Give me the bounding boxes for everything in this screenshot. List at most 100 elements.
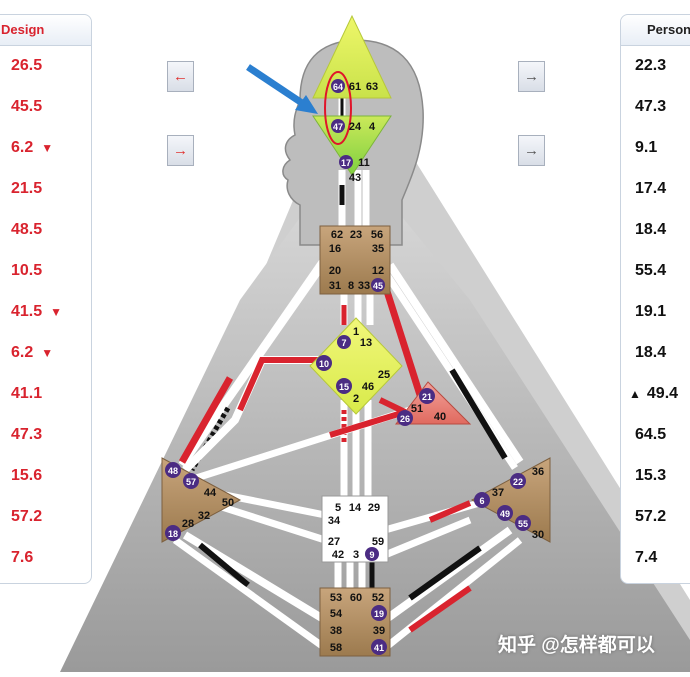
value-row: 18.4 xyxy=(629,344,666,362)
gate-12: 12 xyxy=(372,265,384,277)
value-text: 41.1 xyxy=(11,385,43,402)
gate-6: 6 xyxy=(479,496,484,506)
value-text: 15.3 xyxy=(635,467,667,484)
design-panel-title: Design xyxy=(0,15,91,46)
value-row: 64.5 xyxy=(629,426,666,444)
gate-47-marker xyxy=(331,119,345,133)
gate-41-marker xyxy=(371,639,387,655)
head-center[interactable] xyxy=(312,14,392,99)
gate-48: 48 xyxy=(168,466,178,476)
g-center[interactable] xyxy=(309,317,403,415)
change-marker-icon: ▼ xyxy=(41,141,54,155)
value-row: 18.4 xyxy=(629,221,666,239)
value-text: 57.2 xyxy=(11,508,43,525)
gate-49-marker xyxy=(497,505,513,521)
value-text: 26.5 xyxy=(11,57,43,74)
gate-55-marker xyxy=(515,515,531,531)
value-row: 10.5 xyxy=(11,262,50,280)
gate-63: 63 xyxy=(366,81,378,93)
gate-24: 24 xyxy=(349,121,362,133)
gate-1: 1 xyxy=(353,326,359,338)
value-text: 15.6 xyxy=(11,467,43,484)
gate-11: 11 xyxy=(358,157,370,169)
gate-10: 10 xyxy=(319,359,329,369)
gate-42: 42 xyxy=(332,549,344,561)
gate-4: 4 xyxy=(369,121,376,133)
gate-8: 8 xyxy=(348,280,354,292)
gate-54: 54 xyxy=(330,608,343,620)
spleen-center[interactable] xyxy=(161,457,242,543)
gate-57-marker xyxy=(183,473,199,489)
value-text: 7.6 xyxy=(11,549,34,566)
gate-5: 5 xyxy=(335,502,341,514)
arrow-right-icon: → xyxy=(524,142,539,159)
gate-35: 35 xyxy=(372,243,384,255)
gate-18: 18 xyxy=(168,529,178,539)
value-row: 7.6 xyxy=(11,549,41,567)
gate-30: 30 xyxy=(532,529,544,541)
gate-60: 60 xyxy=(350,592,362,604)
gate-31: 31 xyxy=(329,280,341,292)
value-text: 57.2 xyxy=(635,508,667,525)
value-row: 41.5▼ xyxy=(11,303,62,321)
watermark-text: 知乎 @怎样都可以 xyxy=(498,635,655,656)
gate-15-marker xyxy=(336,378,352,394)
value-row: 15.3 xyxy=(629,467,666,485)
gate-44: 44 xyxy=(204,487,217,499)
gate-2: 2 xyxy=(353,393,359,405)
gate-23: 23 xyxy=(350,229,362,241)
gate-37: 37 xyxy=(492,487,504,499)
gate-25: 25 xyxy=(378,369,390,381)
gate-32: 32 xyxy=(198,510,210,522)
gate-17: 17 xyxy=(341,158,351,168)
gate-46: 46 xyxy=(362,381,374,393)
personality-panel-title: Person xyxy=(621,15,690,46)
change-marker-icon: ▼ xyxy=(41,346,54,360)
next-design-button[interactable]: → xyxy=(167,135,194,166)
value-row: 57.2 xyxy=(11,508,50,526)
value-text: 47.3 xyxy=(11,426,43,443)
gate-3: 3 xyxy=(353,549,359,561)
value-row: 47.3 xyxy=(629,98,666,116)
gate-47: 47 xyxy=(333,122,343,132)
gate-29: 29 xyxy=(368,502,380,514)
value-row: 6.2▼ xyxy=(11,139,53,157)
value-text: 17.4 xyxy=(635,180,667,197)
annotation-arrowhead xyxy=(295,95,318,114)
gate-34: 34 xyxy=(328,515,341,527)
value-text: 19.1 xyxy=(635,303,667,320)
value-text: 47.3 xyxy=(635,98,667,115)
value-text: 21.5 xyxy=(11,180,43,197)
ego-center[interactable] xyxy=(394,381,472,425)
arrow-right-icon: → xyxy=(524,68,539,85)
value-row: 41.1 xyxy=(11,385,50,403)
ajna-center[interactable] xyxy=(312,115,392,176)
gate-28: 28 xyxy=(182,518,194,530)
gate-15: 15 xyxy=(339,382,349,392)
value-text: 6.2 xyxy=(11,344,34,361)
value-row: 6.2 ▼ xyxy=(11,344,53,362)
prev-design-button[interactable]: ← xyxy=(167,61,194,92)
next-personality-button-2[interactable]: → xyxy=(518,135,545,166)
value-row: 17.4 xyxy=(629,180,666,198)
value-row: 57.2 xyxy=(629,508,666,526)
gate-labels: 64 61 63 47 24 4 17 11 43 62 23 56 16 35… xyxy=(165,79,544,655)
value-row: 9.1 xyxy=(629,139,657,157)
channels xyxy=(172,95,524,651)
value-text: 55.4 xyxy=(635,262,667,279)
gate-40: 40 xyxy=(434,411,446,423)
next-personality-button[interactable]: → xyxy=(518,61,545,92)
gate-50: 50 xyxy=(222,497,234,509)
gate-26: 26 xyxy=(400,414,410,424)
gate-53: 53 xyxy=(330,592,342,604)
value-row: 47.3 xyxy=(11,426,50,444)
value-text: 18.4 xyxy=(635,344,667,361)
gate-39: 39 xyxy=(373,625,385,637)
value-row: 19.1 xyxy=(629,303,666,321)
gate-18-marker xyxy=(165,525,181,541)
gate-49: 49 xyxy=(500,509,510,519)
gate-61: 61 xyxy=(349,81,361,93)
